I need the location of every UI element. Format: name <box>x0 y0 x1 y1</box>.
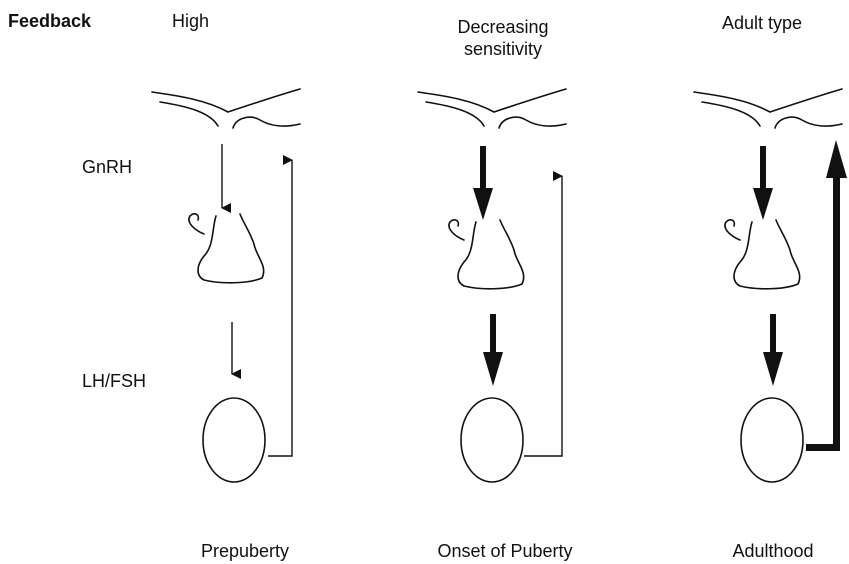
hypothalamus-icon <box>694 89 842 128</box>
feedback-arrow <box>806 140 847 451</box>
gnrh-arrow <box>473 146 493 220</box>
pituitary-icon <box>449 220 524 289</box>
feedback-arrow <box>524 176 562 456</box>
feedback-arrow <box>268 160 292 456</box>
stage-onset-of-puberty <box>418 89 566 482</box>
stage-prepuberty <box>152 89 300 482</box>
gonad-icon <box>203 398 265 482</box>
stage-adulthood <box>694 89 847 482</box>
gonad-icon <box>741 398 803 482</box>
hypothalamus-icon <box>152 89 300 128</box>
hypothalamus-icon <box>418 89 566 128</box>
gonad-icon <box>461 398 523 482</box>
pituitary-icon <box>189 214 264 283</box>
pituitary-icon <box>725 220 800 289</box>
lh-fsh-arrow <box>483 314 503 386</box>
lh-fsh-arrow <box>763 314 783 386</box>
gnrh-arrow <box>753 146 773 220</box>
